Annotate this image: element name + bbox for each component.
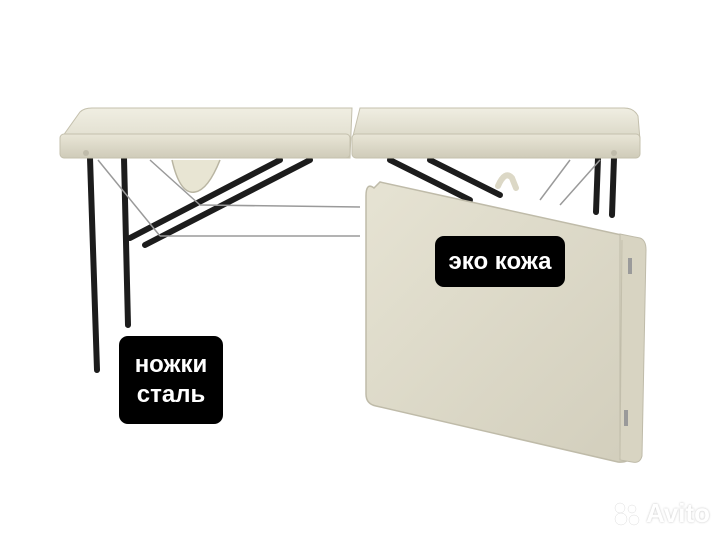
legs-label-line-1: ножки xyxy=(134,351,208,378)
table-legs xyxy=(87,155,617,373)
eco-leather-text: эко кожа xyxy=(448,247,552,275)
avito-dots-icon xyxy=(614,502,640,525)
eco-leather-label: эко кожа xyxy=(435,236,565,287)
legs-label-line-2: сталь xyxy=(136,381,206,408)
avito-text: Avito xyxy=(646,498,711,528)
avito-watermark: Avito xyxy=(612,498,710,529)
legs-steel-label: ножки сталь xyxy=(119,336,223,424)
